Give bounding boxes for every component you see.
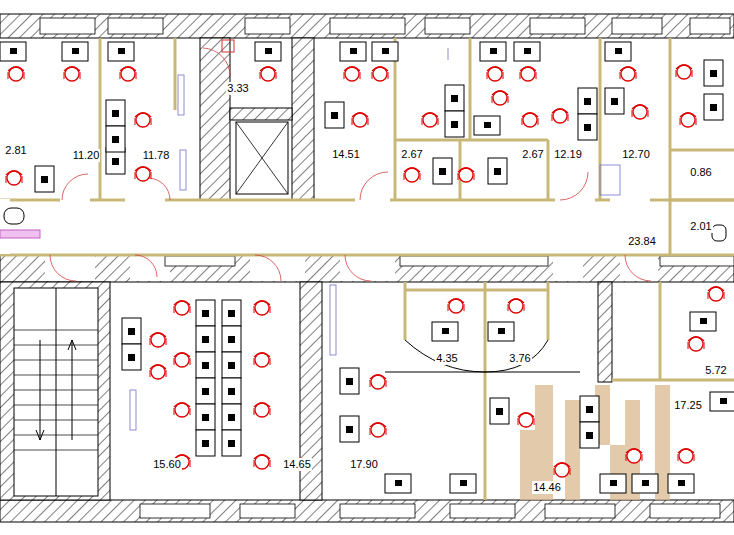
area-label: 4.35 [435,352,458,365]
area-label: 14.46 [532,481,562,494]
area-label: 14.65 [282,458,312,471]
area-label: 3.33 [226,82,249,95]
area-label: 15.60 [152,458,182,471]
area-label: 17.90 [349,458,379,471]
area-label: 17.25 [673,399,703,412]
area-label: 2.81 [4,144,27,157]
area-label: 2.67 [521,148,544,161]
area-label: 23.84 [627,235,657,248]
area-label: 2.67 [400,148,423,161]
area-label: 11.78 [142,149,171,162]
area-label: 3.76 [508,352,531,365]
area-label: 12.70 [621,148,651,161]
area-label: 2.01 [689,220,712,233]
area-label: 11.20 [72,149,101,162]
area-label: 5.72 [704,364,727,377]
area-label: 0.86 [689,166,712,179]
area-label: 12.19 [553,148,583,161]
area-label: 14.51 [331,148,361,161]
outer-wall [0,14,734,522]
